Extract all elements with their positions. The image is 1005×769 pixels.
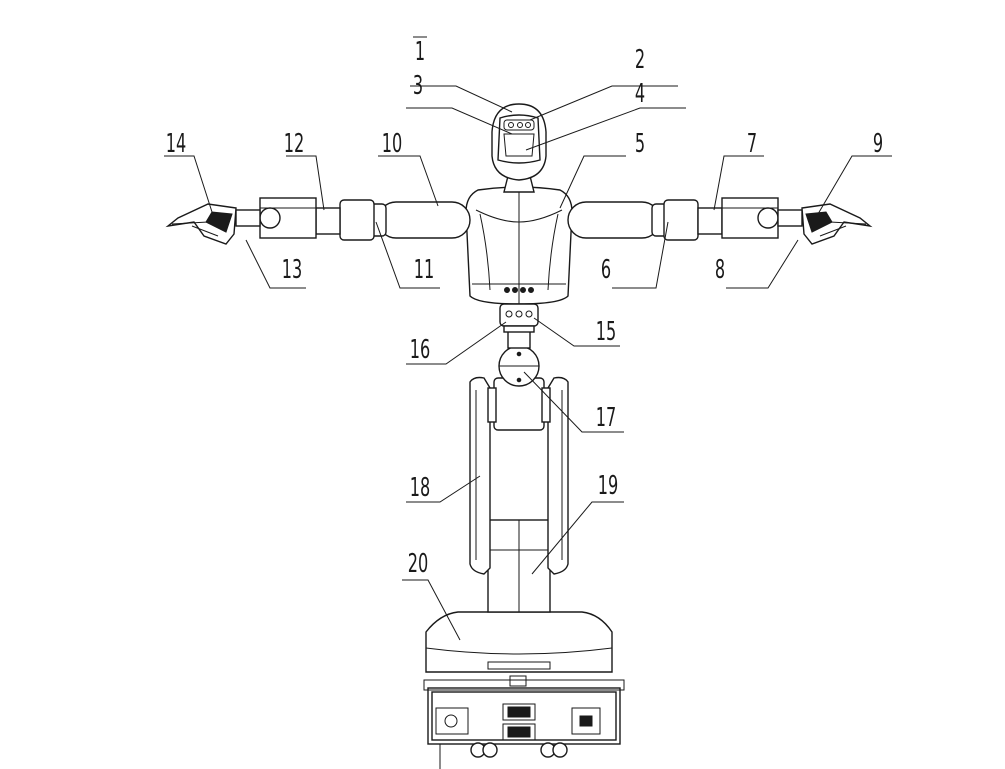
label-15: 15	[596, 317, 617, 347]
label-16: 16	[410, 335, 431, 365]
lower-column	[487, 519, 551, 613]
part-labels: 1 2 3 4 5 6 7 8 9 10 11 12 13 14 15 16 1…	[166, 36, 883, 579]
side-plates	[469, 376, 569, 575]
label-10: 10	[382, 129, 403, 159]
label-17: 17	[596, 403, 617, 433]
label-14: 14	[166, 129, 187, 159]
label-12: 12	[284, 129, 305, 159]
label-11: 11	[414, 255, 435, 285]
chassis	[423, 675, 625, 769]
torso	[465, 186, 573, 333]
leader-lines	[164, 85, 892, 641]
label-20: 20	[408, 549, 429, 579]
label-5: 5	[635, 129, 645, 159]
label-2: 2	[635, 45, 645, 75]
base-platform	[425, 611, 613, 673]
label-7: 7	[747, 129, 757, 159]
label-13: 13	[282, 255, 303, 285]
left-arm	[165, 197, 471, 245]
label-19: 19	[598, 471, 619, 501]
label-1: 1	[415, 37, 425, 67]
label-18: 18	[410, 473, 431, 503]
label-4: 4	[635, 79, 645, 109]
label-3: 3	[413, 71, 423, 101]
label-8: 8	[715, 255, 725, 285]
label-9: 9	[873, 129, 883, 159]
head	[491, 103, 547, 193]
indicator-lights	[504, 287, 534, 293]
waist-joint	[487, 329, 551, 431]
right-arm	[567, 197, 873, 245]
label-6: 6	[601, 255, 611, 285]
